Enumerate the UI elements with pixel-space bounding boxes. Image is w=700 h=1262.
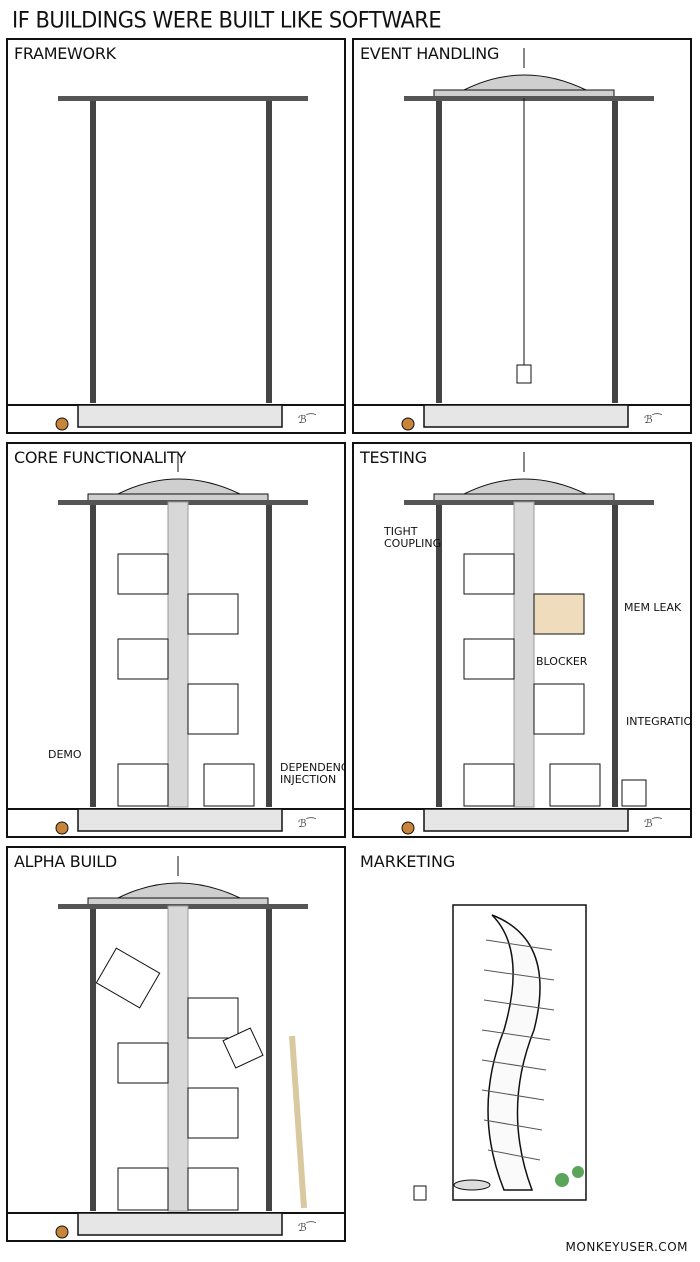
- panel-alpha-build: ALPHA BUILD ℬ⁀: [6, 846, 346, 1242]
- testing-drawing: ℬ⁀: [354, 452, 690, 835]
- panel-testing: TESTING ℬ⁀ TIGHT COUPLING MEM LEAK BLOCK…: [352, 442, 692, 838]
- label-demo: DEMO: [48, 748, 82, 761]
- svg-text:ℬ⁀: ℬ⁀: [298, 817, 317, 830]
- core-functionality-drawing: ℬ⁀: [8, 452, 344, 835]
- panel-framework: FRAMEWORK ℬ⁀: [6, 38, 346, 434]
- framework-drawing: ℬ⁀: [8, 96, 344, 431]
- panel-title: TESTING: [360, 448, 427, 467]
- panel-title: EVENT HANDLING: [360, 44, 500, 63]
- panel-title-marketing: MARKETING: [360, 852, 456, 871]
- svg-text:ℬ⁀: ℬ⁀: [644, 817, 663, 830]
- svg-text:ℬ⁀: ℬ⁀: [298, 413, 317, 426]
- footer-credit: MONKEYUSER.COM: [565, 1240, 688, 1254]
- alpha-build-drawing: ℬ⁀: [8, 856, 344, 1239]
- label-tight-coupling: TIGHT COUPLING: [384, 525, 442, 550]
- panel-title: CORE FUNCTIONALITY: [14, 448, 186, 467]
- panel-title: FRAMEWORK: [14, 44, 116, 63]
- svg-text:ℬ⁀: ℬ⁀: [298, 1221, 317, 1234]
- panel-event-handling: EVENT HANDLING ℬ⁀: [352, 38, 692, 434]
- label-integration: INTEGRATION: [626, 715, 692, 728]
- marketing-drawing: [413, 904, 587, 1201]
- label-blocker: BLOCKER: [536, 655, 588, 668]
- panel-core-functionality: CORE FUNCTIONALITY ℬ⁀ DEMO DEPENDENCY IN…: [6, 442, 346, 838]
- comic-title: IF BUILDINGS WERE BUILT LIKE SOFTWARE: [12, 7, 442, 33]
- panel-title: ALPHA BUILD: [14, 852, 117, 871]
- event-handling-drawing: ℬ⁀: [354, 48, 690, 431]
- label-dependency-injection: DEPENDENCY INJECTION: [280, 761, 344, 786]
- svg-text:ℬ⁀: ℬ⁀: [644, 413, 663, 426]
- label-mem-leak: MEM LEAK: [624, 601, 682, 614]
